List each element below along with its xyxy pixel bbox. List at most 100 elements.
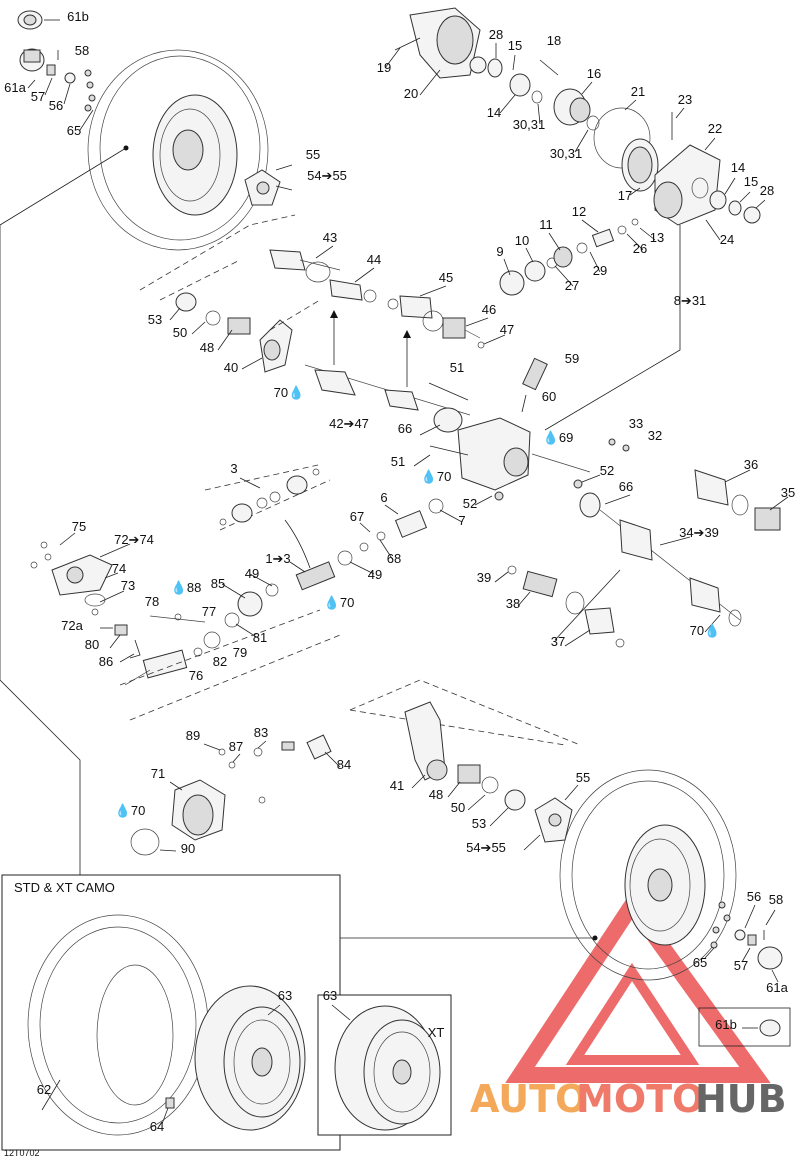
callout-label: 💧70 [324,595,355,610]
xt-box [317,994,452,1136]
callout-label: 💧70 [115,803,146,818]
knuckle-41 [404,701,526,827]
callout-label: 19 [377,60,391,75]
callout-label: 27 [565,278,579,293]
callout-label: 26 [633,241,647,256]
callout-label: 61b [715,1017,737,1032]
callout-label: 24 [720,232,734,247]
callout-label: 66 [398,421,412,436]
callout-label: 64 [150,1119,164,1134]
rear-axle-34-39 [579,469,789,633]
callout-label: 78 [145,594,159,609]
callout-label: 41 [390,778,404,793]
shaft-76 [119,609,341,721]
callout-label: 60 [542,389,556,404]
callout-label: 90 [181,841,195,856]
callout-label: 53 [148,312,162,327]
callout-label: 74 [112,561,126,576]
callout-label: 39 [477,570,491,585]
center-differential [413,357,630,506]
callout-label: 15 [508,38,522,53]
callout-label: 62 [37,1082,51,1097]
cv-joint-37-39 [494,565,625,648]
prop-shaft-group-3 [204,464,331,531]
callout-label: 6 [380,490,387,505]
callout-label: 9 [496,244,503,259]
std-xt-camo-title: STD & XT CAMO [14,880,115,895]
callout-label: 61a [4,80,26,95]
callout-label: 72➔74 [114,532,154,547]
callout-label: 55 [306,147,320,162]
reference-code: 12T0702 [4,1148,40,1158]
callout-label: 37 [551,634,565,649]
knuckle-71 [130,734,341,856]
watermark-text: AUTO MOTO HUB [470,1077,787,1121]
caliper-72 [30,532,206,663]
callout-label: 52 [463,496,477,511]
callout-label: 11 [539,217,553,232]
axle-shaft-42 [304,310,471,416]
callout-label: 71 [151,766,165,781]
boot-set-43-44 [269,245,377,303]
callout-label: 56 [49,98,63,113]
callout-label: 48 [200,340,214,355]
wheel-bottom-right [559,769,737,981]
callout-label: 80 [85,637,99,652]
callout-label: 44 [367,252,381,267]
callout-label: 51 [450,360,464,375]
std-xt-camo-box [1,874,595,1151]
boot-set-45-47 [387,285,506,349]
callout-label: 58 [75,43,89,58]
knuckle-40 [169,292,293,373]
callout-label: 42➔47 [329,416,369,431]
callout-label: 💧69 [543,430,574,445]
callout-label: 57 [734,958,748,973]
callout-label: 13 [650,230,664,245]
callout-label: 28 [489,27,503,42]
callout-label: 54➔55 [466,840,506,855]
callout-label: 53 [472,816,486,831]
watermark-hub: HUB [695,1077,787,1121]
box-61b [698,1007,791,1047]
callout-label: 67 [350,509,364,524]
callout-label: 76 [189,668,203,683]
callout-label: 56 [747,889,761,904]
callout-label: 84 [337,757,351,772]
callout-label: 70💧 [690,623,721,638]
callout-label: 57 [31,89,45,104]
callout-label: 63 [323,988,337,1003]
ring-seal-21-17 [574,99,659,196]
callout-label: 22 [708,121,722,136]
callout-label: 66 [619,479,633,494]
callout-label: 15 [744,174,758,189]
callout-label: 10 [515,233,529,248]
small-parts-bottom-right [704,901,783,983]
watermark-logo-triangle [505,890,771,1083]
watermark-moto: MOTO [576,1077,704,1121]
callout-label: 40 [224,360,238,375]
callout-label: 50 [173,325,187,340]
callout-label: 75 [72,519,86,534]
callout-label: 18 [547,33,561,48]
callout-label: 50 [451,800,465,815]
callout-label: 12 [572,204,586,219]
callout-label: 52 [600,463,614,478]
callout-label: 89 [186,728,200,743]
callout-label: 58 [769,892,783,907]
callout-label: 65 [67,123,81,138]
small-parts-top-left [17,10,96,131]
callout-label: 34➔39 [679,525,719,540]
callout-label: 28 [760,183,774,198]
callout-label: 65 [693,955,707,970]
callout-label: 45 [439,270,453,285]
callout-label: 82 [213,654,227,669]
callout-label: 23 [678,92,692,107]
bearing-set-right [709,177,766,224]
callout-label: 77 [202,604,216,619]
callout-label: 17 [618,188,632,203]
callout-label: 14 [487,105,501,120]
callout-label: 55 [576,770,590,785]
callout-label: 68 [387,551,401,566]
